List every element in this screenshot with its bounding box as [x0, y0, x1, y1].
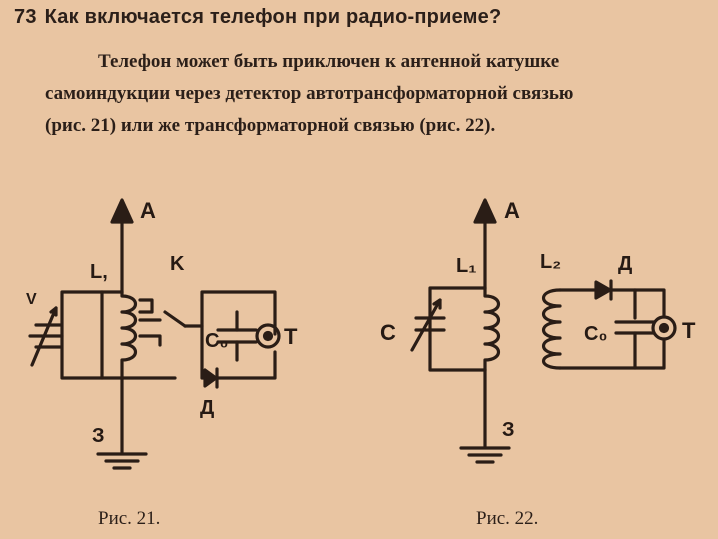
fig22-telephone — [651, 315, 677, 341]
fig21-label-switch: K — [170, 253, 185, 275]
fig21-label-telephone: T — [284, 324, 298, 349]
fig21-label-variable-cap: V — [26, 291, 37, 308]
paragraph-line-1: Телефон может быть приключен к антенной … — [98, 51, 560, 72]
fig21-label-antenna: A — [140, 198, 156, 223]
fig22-label-antenna: A — [504, 198, 520, 223]
fig22-label-ground: З — [502, 419, 515, 441]
fig21-antenna-arrow — [110, 198, 134, 224]
fig22-label-coil1: L₁ — [456, 255, 477, 277]
fig21-coil — [120, 290, 138, 380]
fig22-coil-secondary — [541, 288, 562, 370]
fig22-label-variable-cap: C — [380, 320, 396, 345]
figure-21-circuit — [28, 198, 281, 470]
fig22-detector — [594, 280, 612, 300]
paragraph-line-2: самоиндукции через детектор автотрансфор… — [45, 83, 574, 104]
fig21-label-capacitor: C₀ — [205, 330, 228, 352]
fig21-label-detector: Д — [200, 397, 214, 419]
fig21-label-ground: З — [92, 425, 105, 447]
question-title: Как включается телефон при радио-приеме? — [44, 6, 502, 28]
question-number: 73 — [14, 6, 37, 28]
fig22-antenna-arrow — [473, 198, 497, 224]
figure-21-caption: Рис. 21. — [98, 508, 161, 529]
circuit-diagrams: A L, K V C₀ T Д З A L₁ L₂ C Д C₀ T З — [26, 198, 696, 470]
figure-22-circuit — [410, 198, 677, 464]
fig21-switch-arm — [163, 310, 187, 328]
fig22-label-telephone: T — [682, 318, 696, 343]
fig22-label-detector: Д — [618, 253, 632, 275]
figure-22-caption: Рис. 22. — [476, 508, 539, 529]
fig21-label-coil: L, — [90, 261, 108, 283]
fig22-label-capacitor: C₀ — [584, 323, 607, 345]
fig22-label-coil2: L₂ — [540, 251, 561, 273]
question-heading: 73 Как включается телефон при радио-прием… — [14, 6, 704, 29]
fig21-telephone — [255, 323, 281, 349]
paragraph-line-3: (рис. 21) или же трансформаторной связью… — [45, 115, 496, 136]
fig22-coil-primary — [483, 286, 501, 372]
fig21-detector — [203, 368, 218, 388]
